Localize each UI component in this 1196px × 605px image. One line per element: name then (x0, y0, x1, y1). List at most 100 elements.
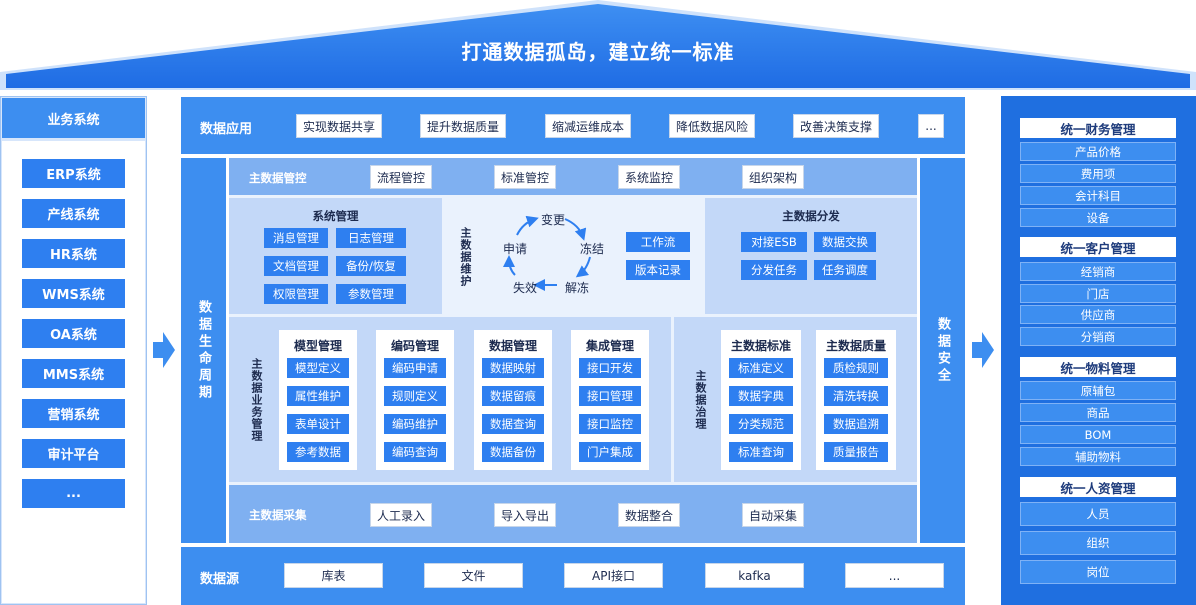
business-system-item[interactable]: OA系统 (22, 319, 125, 348)
md-governance-item[interactable]: 质检规则 (824, 358, 888, 378)
business-system-item[interactable]: WMS系统 (22, 279, 125, 308)
md-governance-item[interactable]: 数据字典 (729, 386, 793, 406)
business-system-item[interactable]: MMS系统 (22, 359, 125, 388)
arrow-right-icon (972, 332, 994, 368)
unified-customer-item[interactable]: 门店 (1020, 284, 1176, 303)
unified-material-item[interactable]: 辅助物料 (1020, 447, 1176, 466)
md-collection-label: 主数据采集 (249, 508, 307, 522)
data-lifecycle-panel: 数据生命周期 (181, 158, 226, 543)
md-distribution-item[interactable]: 数据交换 (814, 232, 876, 252)
md-business-item[interactable]: 模型定义 (287, 358, 349, 378)
data-source-item[interactable]: kafka (705, 563, 804, 588)
data-security-panel: 数据安全 (920, 158, 965, 543)
md-business-item[interactable]: 接口管理 (579, 386, 641, 406)
data-application-item[interactable]: ... (918, 114, 944, 138)
system-management-title: 系统管理 (312, 209, 359, 223)
unified-hr-item[interactable]: 组织 (1020, 531, 1176, 555)
unified-material-item[interactable]: 商品 (1020, 403, 1176, 422)
business-system-item[interactable]: ERP系统 (22, 159, 125, 188)
cycle-node-invalid: 失效 (512, 281, 537, 295)
roof-title: 打通数据孤岛，建立统一标准 (461, 40, 735, 64)
unified-material-item[interactable]: BOM (1020, 425, 1176, 444)
data-application-item[interactable]: 降低数据风险 (669, 114, 755, 138)
md-business-item[interactable]: 编码申请 (384, 358, 446, 378)
business-systems-header: 业务系统 (2, 98, 145, 138)
md-distribution-item[interactable]: 分发任务 (741, 260, 807, 280)
md-business-item[interactable]: 编码查询 (384, 442, 446, 462)
md-control-item[interactable]: 系统监控 (618, 165, 680, 189)
md-control-item[interactable]: 标准管控 (494, 165, 556, 189)
business-system-item[interactable]: HR系统 (22, 239, 125, 268)
unified-customer-item[interactable]: 分销商 (1020, 327, 1176, 346)
md-governance-item[interactable]: 标准定义 (729, 358, 793, 378)
md-business-item[interactable]: 接口监控 (579, 414, 641, 434)
system-management-item[interactable]: 备份/恢复 (336, 256, 406, 276)
md-distribution-item[interactable]: 任务调度 (814, 260, 876, 280)
data-security-label: 数据安全 (935, 316, 950, 385)
unified-finance-item[interactable]: 设备 (1020, 208, 1176, 227)
system-management-item[interactable]: 日志管理 (336, 228, 406, 248)
md-collection-item[interactable]: 自动采集 (742, 503, 804, 527)
md-governance-item[interactable]: 标准查询 (729, 442, 793, 462)
md-business-item[interactable]: 门户集成 (579, 442, 641, 462)
md-control-item[interactable]: 组织架构 (742, 165, 804, 189)
md-business-item[interactable]: 规则定义 (384, 386, 446, 406)
md-governance-item[interactable]: 清洗转换 (824, 386, 888, 406)
md-maintenance-item[interactable]: 工作流 (626, 232, 690, 252)
card-title: 模型管理 (293, 339, 342, 353)
md-distribution-item[interactable]: 对接ESB (741, 232, 807, 252)
md-business-item[interactable]: 数据备份 (482, 442, 544, 462)
system-management-item[interactable]: 权限管理 (264, 284, 328, 304)
md-business-item[interactable]: 表单设计 (287, 414, 349, 434)
md-distribution-panel (705, 198, 917, 314)
system-management-item[interactable]: 文档管理 (264, 256, 328, 276)
cycle-node-change: 变更 (540, 213, 565, 227)
data-source-item[interactable]: ... (845, 563, 944, 588)
system-management-item[interactable]: 消息管理 (264, 228, 328, 248)
data-source-item[interactable]: 文件 (424, 563, 523, 588)
business-system-item[interactable]: 审计平台 (22, 439, 125, 468)
md-business-item[interactable]: 接口开发 (579, 358, 641, 378)
unified-hr-item[interactable]: 人员 (1020, 502, 1176, 526)
data-source-item[interactable]: 库表 (284, 563, 383, 588)
md-governance-item[interactable]: 质量报告 (824, 442, 888, 462)
unified-material-item[interactable]: 原辅包 (1020, 381, 1176, 400)
data-application-item[interactable]: 提升数据质量 (420, 114, 506, 138)
data-application-item[interactable]: 实现数据共享 (296, 114, 382, 138)
unified-customer-item[interactable]: 供应商 (1020, 305, 1176, 324)
data-application-item[interactable]: 改善决策支撑 (793, 114, 879, 138)
business-system-item[interactable]: 产线系统 (22, 199, 125, 228)
unified-material-header: 统一物料管理 (1020, 357, 1176, 377)
md-business-item[interactable]: 编码维护 (384, 414, 446, 434)
md-business-item[interactable]: 数据映射 (482, 358, 544, 378)
md-collection-item[interactable]: 人工录入 (370, 503, 432, 527)
unified-finance-header: 统一财务管理 (1020, 118, 1176, 138)
md-control-item[interactable]: 流程管控 (370, 165, 432, 189)
data-source-item[interactable]: API接口 (564, 563, 663, 588)
md-distribution-title: 主数据分发 (782, 209, 840, 223)
unified-finance-item[interactable]: 产品价格 (1020, 142, 1176, 161)
md-collection-item[interactable]: 数据整合 (618, 503, 680, 527)
business-system-item[interactable]: 营销系统 (22, 399, 125, 428)
business-system-item[interactable]: ... (22, 479, 125, 508)
system-management-item[interactable]: 参数管理 (336, 284, 406, 304)
data-lifecycle-label: 数据生命周期 (196, 299, 211, 402)
md-maintenance-item[interactable]: 版本记录 (626, 260, 690, 280)
md-business-item[interactable]: 属性维护 (287, 386, 349, 406)
md-business-item[interactable]: 参考数据 (287, 442, 349, 462)
md-collection-item[interactable]: 导入导出 (494, 503, 556, 527)
unified-finance-item[interactable]: 费用项 (1020, 164, 1176, 183)
md-business-item[interactable]: 数据留痕 (482, 386, 544, 406)
md-maintenance-label-wrap: 主数据维护 (455, 212, 475, 302)
md-governance-item[interactable]: 分类规范 (729, 414, 793, 434)
cycle-node-freeze: 冻结 (579, 242, 604, 256)
md-maintenance-panel (445, 198, 702, 314)
md-business-item[interactable]: 数据查询 (482, 414, 544, 434)
md-governance-item[interactable]: 数据追溯 (824, 414, 888, 434)
lifecycle-cycle-arrows (503, 215, 591, 291)
unified-hr-item[interactable]: 岗位 (1020, 560, 1176, 584)
data-application-item[interactable]: 缩减运维成本 (545, 114, 631, 138)
unified-customer-item[interactable]: 经销商 (1020, 262, 1176, 281)
unified-finance-item[interactable]: 会计科目 (1020, 186, 1176, 205)
md-business-label-wrap: 主数据业务管理 (246, 340, 266, 460)
